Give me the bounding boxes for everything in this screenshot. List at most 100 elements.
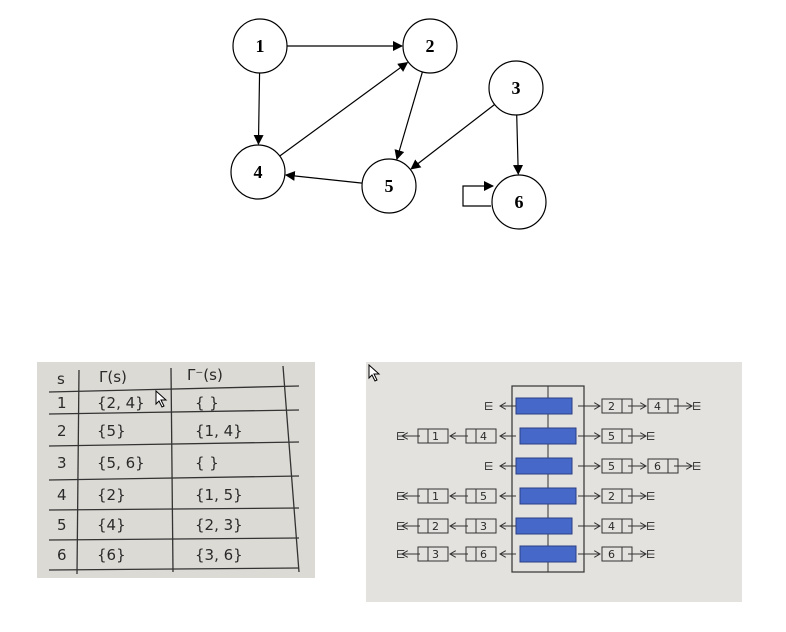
cell-succ: {4} [97,516,126,534]
node-2: 2 [402,18,458,74]
edge-1-4 [253,72,264,146]
succ-node: 2 [601,398,646,414]
vertex-cell [519,427,577,445]
vertex-cell [519,487,577,505]
cell-pred: { } [195,394,219,412]
succ-node-box [601,546,633,562]
succ-node-label: 2 [608,400,615,413]
null-terminator-icon: ⋿ [692,400,702,413]
pred-node-label: 4 [480,430,487,443]
cell-s: 4 [57,486,67,504]
null-terminator-icon: ⋿ [692,460,702,473]
table-row: 4{2}{1, 5} [57,486,243,504]
succ-node-label: 4 [608,520,615,533]
node-circle [488,60,544,116]
list-row: 4 ⋿ 32 ⋿ [396,517,656,535]
null-terminator-icon: ⋿ [396,520,406,533]
cell-pred: {1, 5} [195,486,243,504]
cell-succ: {2, 4} [97,394,145,412]
list-row: 6⋿63⋿ [396,545,656,563]
succ-node-label: 5 [608,460,615,473]
node-1: 1 [232,18,288,74]
null-terminator-icon: ⋿ [396,548,406,561]
vertex-cell [519,545,577,563]
adjacency-table-photo: s Γ(s) Γ⁻(s) 1{2, 4}{ }2{5}{1, 4}3{5, 6}… [37,362,315,578]
succ-node: 5 [601,428,646,444]
pred-node-label: 3 [432,548,439,561]
list-row: 2⋿51⋿ [396,487,656,505]
table-row: 6{6}{3, 6} [57,546,243,564]
pred-node-label: 1 [432,430,439,443]
table-row: 2 {5} {1, 4} [57,422,243,440]
null-terminator-icon: ⋿ [646,430,656,443]
null-terminator-icon: ⋿ [646,490,656,503]
edge-2-5 [394,71,423,161]
cell-pred: {2, 3} [195,516,243,534]
table-row: 3{5, 6}{ } [57,454,219,472]
pred-node: 3 [450,518,497,534]
vertex-cell [515,457,573,475]
edge-5-4 [284,170,363,184]
succ-node-label: 6 [654,460,661,473]
succ-node: 6 [647,458,692,474]
succ-node-box [647,458,679,474]
pred-node: 5 [450,488,497,504]
edge-4-2 [279,61,409,157]
null-terminator-icon: ⋿ [396,490,406,503]
node-label: 3 [512,78,521,98]
directed-graph: 1 2 3 4 5 6 [230,18,547,230]
table-header-s: s [57,370,65,388]
node-circle [230,144,286,200]
cell-s: 6 [57,546,67,564]
succ-node: 4 [601,518,646,534]
edge-3-5 [410,104,495,170]
node-label: 2 [426,36,435,56]
pred-node: 1 [402,488,449,504]
node-circle [491,174,547,230]
edge-6-6 [462,181,494,207]
succ-node-label: 6 [608,548,615,561]
node-circle [402,18,458,74]
null-terminator-icon: ⋿ [484,460,494,473]
node-label: 5 [385,176,394,196]
pred-node: 6 [450,546,497,562]
cell-s: 2 [57,422,67,440]
node-circle [232,18,288,74]
cursor-icon [368,364,381,382]
node-5: 5 [361,158,417,214]
edge-3-6 [513,114,524,176]
null-terminator-icon: ⋿ [646,520,656,533]
node-circle [361,158,417,214]
pred-node: 1 [402,428,449,444]
pred-node-label: 5 [480,490,487,503]
pred-node-label: 6 [480,548,487,561]
vertex-cell [515,517,573,535]
cell-pred: { } [195,454,219,472]
node-label: 4 [254,162,263,182]
pred-node: 2 [402,518,449,534]
succ-node-label: 2 [608,490,615,503]
succ-node: 5 [601,458,646,474]
succ-node-label: 5 [608,430,615,443]
node-4: 4 [230,144,286,200]
null-terminator-icon: ⋿ [484,400,494,413]
pred-node-label: 2 [432,520,439,533]
cell-s: 5 [57,516,67,534]
list-row: 2 4 ⋿ ⋿ [484,397,702,415]
table-header-succ: Γ(s) [99,368,127,386]
succ-node-box [601,398,633,414]
cell-s: 1 [57,394,67,412]
succ-node-box [647,398,679,414]
cell-pred: {1, 4} [195,422,243,440]
succ-node-box [601,518,633,534]
adjacency-table: s Γ(s) Γ⁻(s) 1{2, 4}{ }2{5}{1, 4}3{5, 6}… [48,365,300,575]
node-6: 6 [491,174,547,230]
pred-node: 4 [450,428,497,444]
succ-node: 4 [647,398,692,414]
cell-succ: {5} [97,422,126,440]
succ-node-box [601,488,633,504]
cursor-icon [155,390,168,408]
succ-node-label: 4 [654,400,661,413]
